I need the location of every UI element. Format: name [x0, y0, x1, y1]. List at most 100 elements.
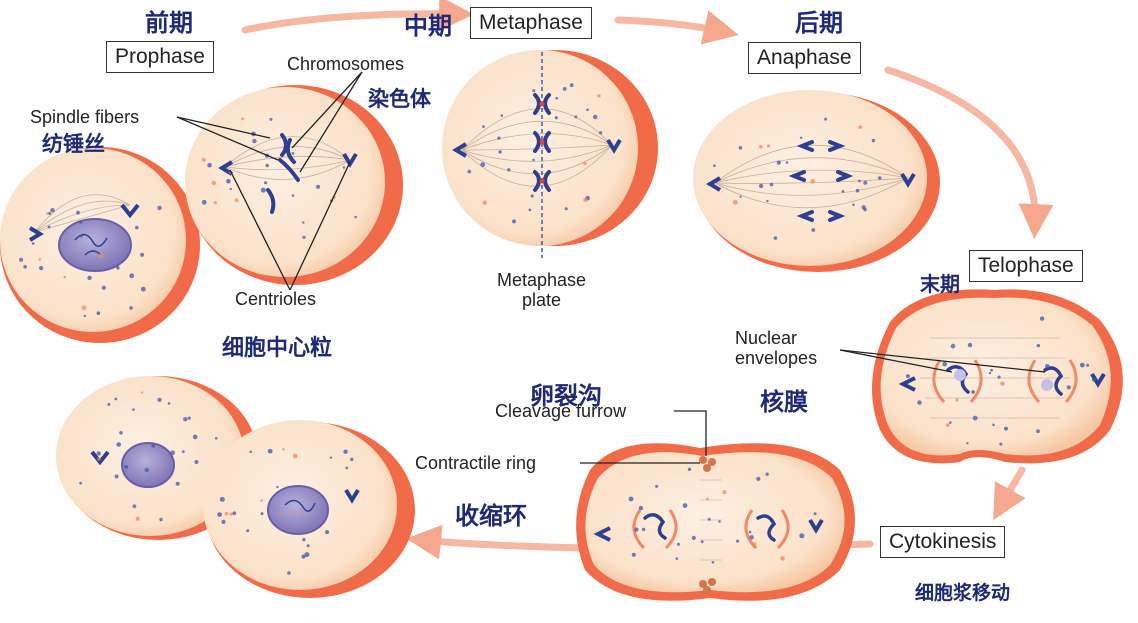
granule: [497, 136, 501, 140]
granule: [214, 437, 218, 440]
granule: [1036, 343, 1041, 348]
cleavage-furrow-label: Cleavage furrow: [495, 401, 627, 421]
granule: [260, 187, 266, 193]
centriole: [90, 450, 110, 466]
granule: [706, 497, 709, 501]
granule: [482, 125, 485, 128]
granule: [905, 374, 910, 379]
granule: [329, 456, 333, 459]
granule: [96, 311, 101, 316]
granule: [700, 540, 704, 544]
granule: [354, 215, 357, 219]
granule: [500, 114, 504, 117]
granule: [858, 179, 861, 183]
granule: [776, 160, 781, 165]
granule: [855, 188, 860, 193]
granule: [157, 205, 162, 211]
granule: [151, 444, 155, 448]
granule: [219, 496, 225, 502]
granule: [773, 236, 778, 240]
granule: [583, 198, 588, 202]
granule: [811, 228, 816, 232]
granule: [555, 96, 558, 100]
granule: [63, 275, 67, 279]
granule: [201, 157, 206, 162]
granule: [140, 391, 144, 394]
granule: [758, 183, 764, 189]
centriole: [900, 172, 916, 188]
granule: [276, 485, 279, 489]
centriole: [28, 226, 44, 242]
granule: [810, 179, 815, 184]
daughter-cell-1: [56, 376, 258, 540]
centriole: [706, 176, 722, 192]
granule: [76, 210, 80, 215]
granule: [966, 442, 969, 445]
granule: [302, 221, 305, 224]
granule: [315, 184, 321, 189]
arrow-telophase-to-cytokinesis: [993, 466, 1026, 521]
granule: [50, 208, 55, 213]
granule: [140, 252, 145, 257]
granule: [871, 138, 876, 143]
granule: [187, 416, 191, 420]
granule: [47, 225, 51, 229]
granule: [1091, 377, 1096, 382]
granule: [756, 476, 761, 481]
contractile-ring-label: Contractile ring: [415, 453, 537, 473]
granule: [345, 466, 349, 470]
granule: [799, 136, 803, 139]
daughter-cell-2: [203, 420, 415, 598]
granule: [129, 306, 133, 310]
chromosomes-cn: 染色体: [368, 87, 431, 111]
granule: [114, 474, 119, 479]
granule: [574, 115, 578, 119]
granule: [765, 472, 769, 476]
granule: [917, 400, 922, 405]
granule: [87, 275, 92, 280]
granule: [766, 144, 771, 148]
anaphase-label: Anaphase: [748, 42, 861, 74]
contractile-ring-cn: 收缩环: [455, 502, 527, 530]
granule: [101, 285, 106, 290]
metaphase-cn: 中期: [404, 12, 452, 40]
cell-prophase: [185, 85, 403, 285]
arrow-anaphase-to-telophase: [884, 66, 1054, 239]
granule: [181, 450, 185, 453]
granule: [992, 423, 995, 427]
granule: [1066, 385, 1071, 390]
granule: [282, 448, 285, 451]
granule: [1039, 316, 1045, 321]
granule: [291, 194, 295, 197]
granule: [306, 544, 310, 548]
cytokinesis-cn: 细胞浆移动: [915, 582, 1011, 604]
granule: [597, 94, 601, 98]
granule: [144, 467, 149, 473]
granule: [213, 201, 217, 205]
granule: [528, 208, 532, 212]
granule: [722, 490, 727, 495]
granule: [955, 398, 959, 402]
granule: [246, 529, 250, 533]
granule: [167, 402, 171, 405]
granule: [217, 512, 223, 517]
granule: [691, 535, 696, 541]
granule: [586, 108, 589, 112]
granule: [749, 535, 754, 540]
cell-metaphase: [442, 50, 658, 258]
granule: [194, 460, 199, 464]
granule: [655, 484, 659, 488]
granule: [135, 516, 140, 521]
granule: [267, 448, 273, 454]
centriole: [808, 518, 824, 534]
granule: [79, 481, 82, 485]
centriole: [452, 142, 468, 158]
granule: [682, 503, 688, 508]
granule: [824, 117, 828, 121]
granule: [192, 434, 198, 440]
nuclear-envelopes-label: Nuclear envelopes: [735, 328, 817, 368]
cell-anaphase: [693, 90, 940, 272]
granule: [302, 235, 306, 239]
granule: [988, 371, 992, 375]
metaphase-plate-line2: plate: [521, 290, 562, 310]
